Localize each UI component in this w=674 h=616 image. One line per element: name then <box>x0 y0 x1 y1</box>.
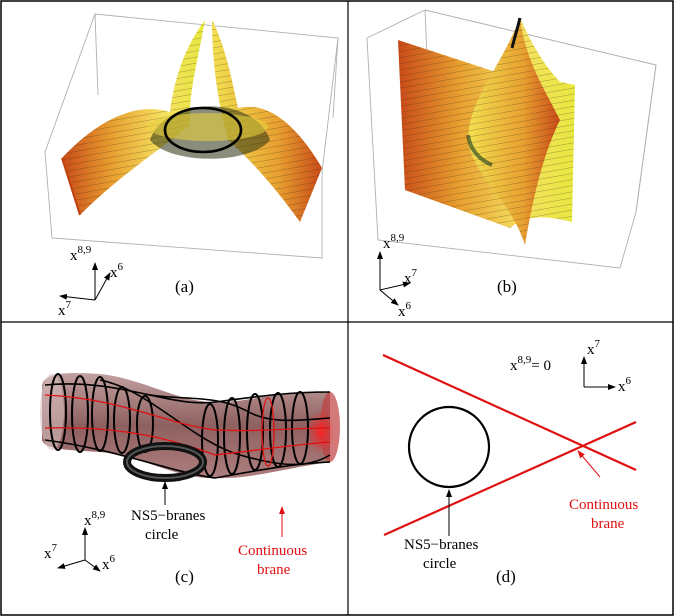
panel-c-tube <box>40 373 340 479</box>
panel-d-ns5-circle <box>407 405 491 489</box>
panel-a-axes <box>59 262 111 301</box>
panel-b-surface-front <box>466 17 560 245</box>
panel-a: x8,9 x6 x7 (a) <box>44 13 339 319</box>
panel-d-cont-label-line2: brane <box>591 516 625 532</box>
panel-a-box <box>44 13 339 259</box>
panel-d: x8,9= 0 x7 x6 NS5−branes circle Continuo… <box>382 338 638 586</box>
panel-b-axis-x6: x6 <box>398 300 412 320</box>
panel-c-ns5-label-line1: NS5−branes <box>131 508 205 524</box>
panel-d-axes <box>581 356 616 390</box>
panel-d-caption: (d) <box>496 567 516 586</box>
panel-b-axis-x89: x8,9 <box>383 232 405 252</box>
panel-c-caption: (c) <box>175 567 194 586</box>
panel-a-axis-x6: x6 <box>110 261 124 281</box>
panel-a-axis-x7: x7 <box>58 299 72 319</box>
panel-b-axis-x7: x7 <box>404 267 418 287</box>
panel-c-red-lines <box>44 394 331 467</box>
panel-a-ns5-circle <box>163 106 243 154</box>
panel-b: x8,9 x7 x6 (b) <box>366 9 657 320</box>
panel-c-cont-label-line2: brane <box>257 562 291 578</box>
panel-a-surface-left <box>61 20 205 216</box>
panel-c-axis-x6: x6 <box>102 553 116 573</box>
panel-a-caption: (a) <box>175 277 194 296</box>
panel-b-caption: (b) <box>497 277 517 296</box>
panel-a-surface-right <box>212 20 322 222</box>
panel-c-ns5-label-line2: circle <box>145 527 179 543</box>
panel-c-axis-x89: x8,9 <box>84 509 106 529</box>
panel-d-cont-arrow <box>577 450 601 478</box>
panel-d-equation: x8,9= 0 <box>510 354 551 374</box>
panel-c-ns5-ring <box>123 442 207 482</box>
panel-b-axes <box>377 251 411 306</box>
panel-d-ns5-label-line1: NS5−branes <box>404 537 478 553</box>
panel-c-cont-label-line1: Continuous <box>238 543 307 559</box>
panel-d-axis-x7: x7 <box>587 338 601 358</box>
panel-d-brane-lines <box>382 353 637 537</box>
panel-c-axis-x7: x7 <box>44 542 58 562</box>
panel-d-axis-x6: x6 <box>618 375 632 395</box>
panel-a-axis-x89: x8,9 <box>70 244 92 264</box>
panel-d-cont-label-line1: Continuous <box>569 497 638 513</box>
panel-c-axes <box>57 527 101 572</box>
panel-d-ns5-label-line2: circle <box>423 556 457 572</box>
panel-c: NS5−branes circle Continuous brane x8,9 … <box>40 373 340 586</box>
